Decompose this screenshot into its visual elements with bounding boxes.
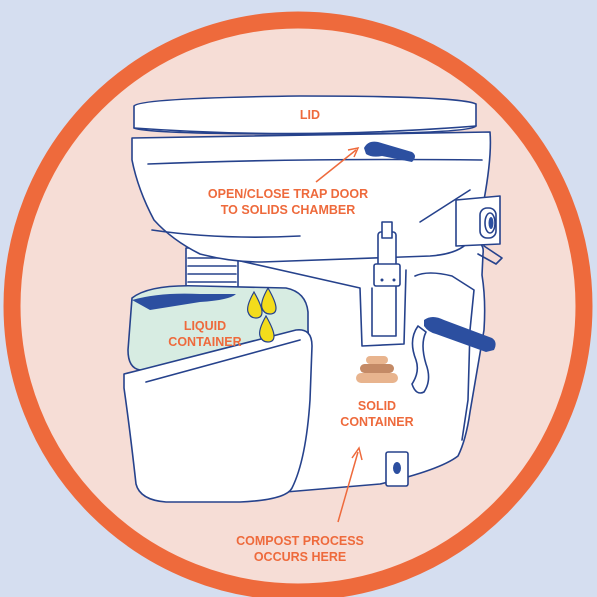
liquid-container-label-line-1: LIQUID [155, 318, 255, 334]
compost-label-line-1: COMPOST PROCESS [210, 533, 390, 549]
latch-rivet [381, 279, 384, 282]
compost-label: COMPOST PROCESS OCCURS HERE [210, 533, 390, 565]
liquid-container-label-line-2: CONTAINER [155, 334, 255, 350]
solid-container-label-line-1: SOLID [327, 398, 427, 414]
drain-hole [393, 462, 401, 474]
liquid-container-label: LIQUID CONTAINER [155, 318, 255, 350]
latch-tab [382, 222, 392, 238]
compost-layer [366, 356, 388, 364]
compost-layer [356, 373, 398, 383]
compost-layer [360, 364, 394, 373]
lid-label-text: LID [280, 107, 340, 123]
solid-container-label-line-2: CONTAINER [327, 414, 427, 430]
compost-label-line-2: OCCURS HERE [210, 549, 390, 565]
vent-port-inner [489, 217, 494, 229]
solid-container-label: SOLID CONTAINER [327, 398, 427, 430]
lid-label: LID [280, 107, 340, 123]
latch-rivet [393, 279, 396, 282]
trap-door-label-line-2: TO SOLIDS CHAMBER [173, 202, 403, 218]
trap-door-label-line-1: OPEN/CLOSE TRAP DOOR [173, 186, 403, 202]
latch-base [374, 264, 400, 286]
trap-door-label: OPEN/CLOSE TRAP DOOR TO SOLIDS CHAMBER [173, 186, 403, 218]
